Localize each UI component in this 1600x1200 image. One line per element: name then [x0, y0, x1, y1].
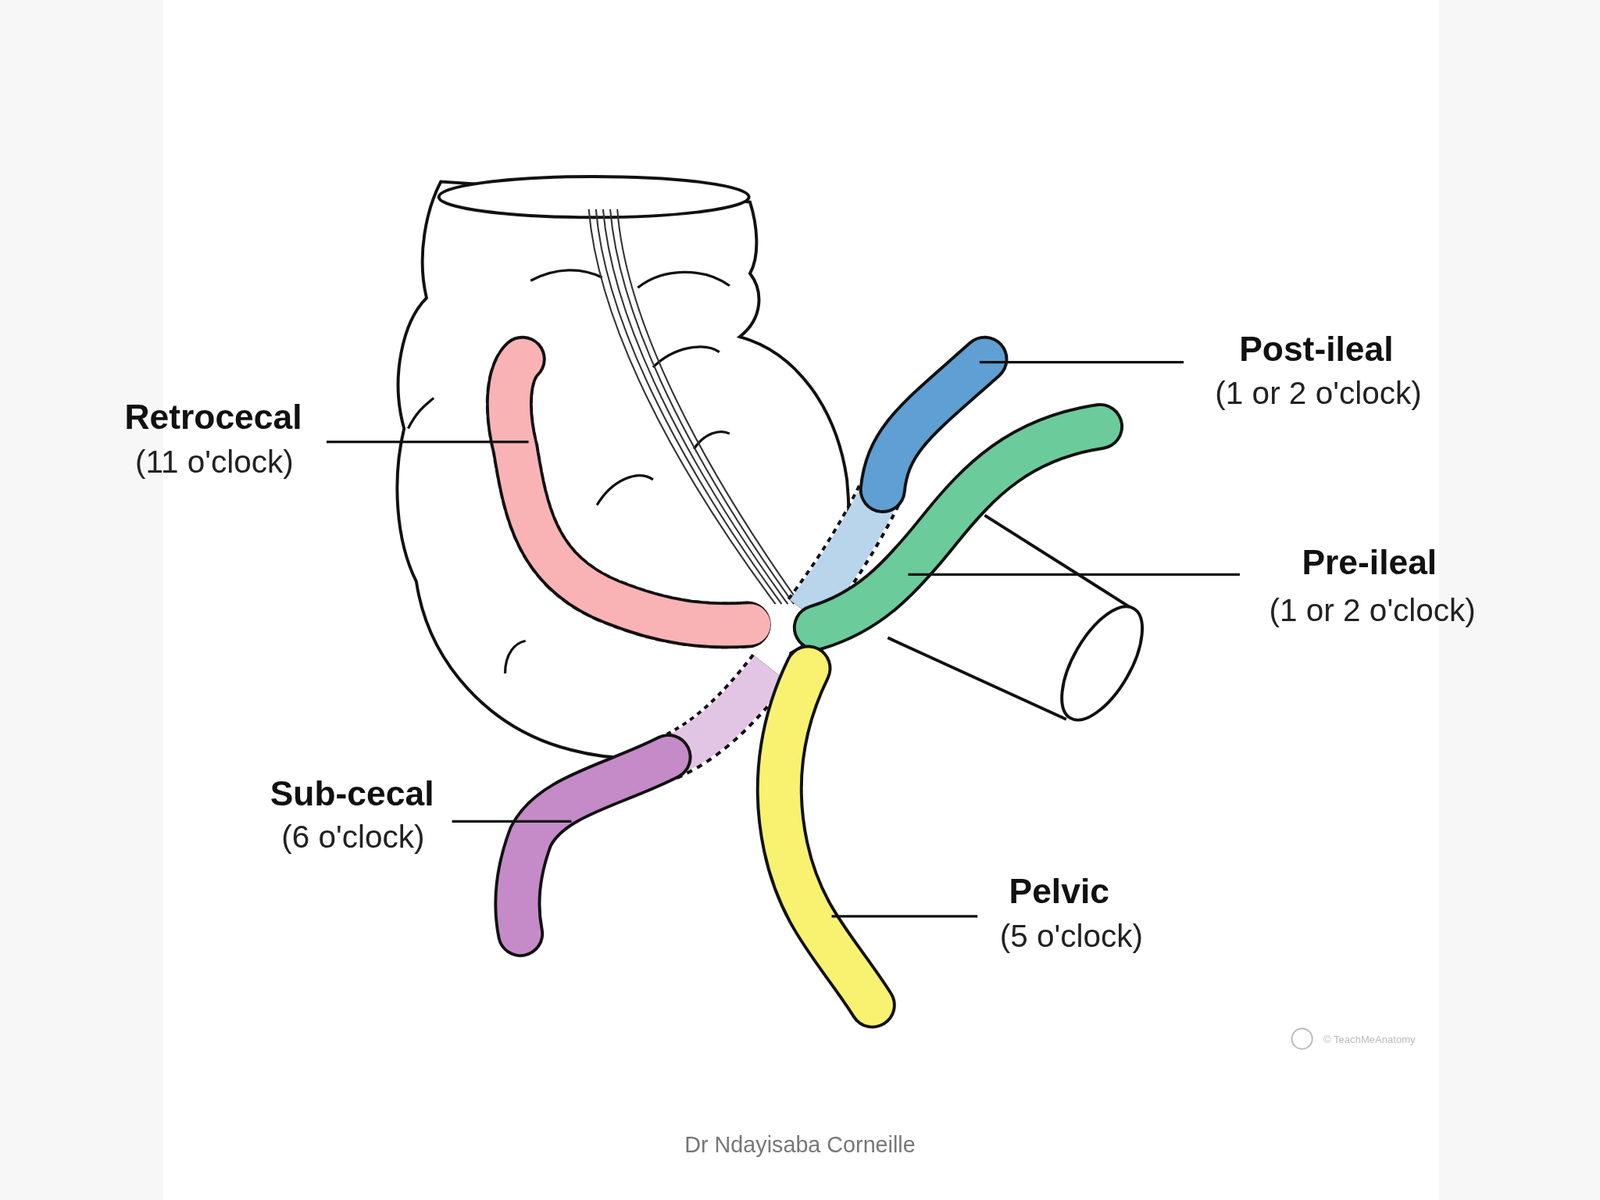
retrocecal-appendix: [509, 359, 750, 626]
author-footer: Dr Ndayisaba Corneille: [493, 1130, 1107, 1160]
clock-position: (11 o'clock): [0, 441, 521, 482]
position-name: Pre-ileal: [1063, 540, 1600, 585]
pelvic-appendix: [779, 668, 873, 1006]
position-name: Sub-cecal: [46, 771, 659, 815]
watermark: © TeachMeAnatomy: [1063, 1032, 1600, 1046]
leader-lines: [326, 362, 1240, 917]
position-name: Post-ileal: [1010, 327, 1600, 372]
clock-position: (1 or 2 o'clock): [1066, 590, 1600, 631]
sub-cecal-appendix: [517, 757, 668, 934]
position-name: Pelvic: [753, 868, 1366, 913]
taenia-coli: [589, 209, 800, 604]
clock-position: (1 or 2 o'clock): [1012, 372, 1600, 413]
ileum-opening: [1045, 594, 1158, 733]
clock-position: (6 o'clock): [46, 817, 660, 858]
pre-ileal-appendix: [816, 426, 1100, 628]
clock-position: (5 o'clock): [765, 915, 1379, 956]
watermark-ring: [1292, 1028, 1313, 1050]
page-panel: [163, 0, 1440, 1200]
position-name: Retrocecal: [0, 394, 520, 439]
colon-opening: [439, 176, 750, 218]
